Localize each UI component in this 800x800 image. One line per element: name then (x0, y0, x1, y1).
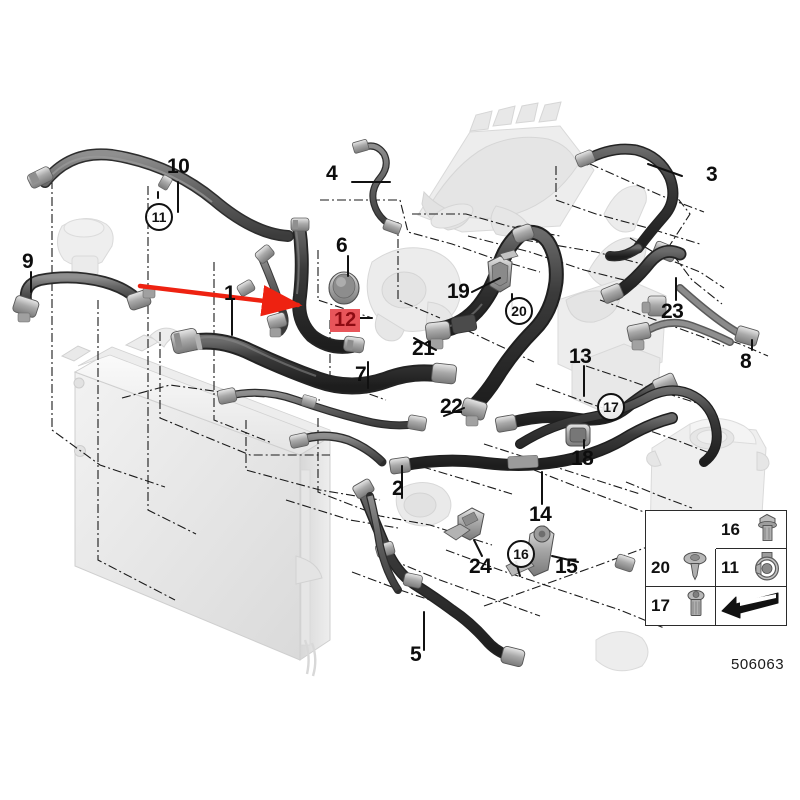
connector-20-top (511, 223, 535, 244)
torx-bolt-icon (681, 588, 711, 625)
cap-6 (328, 271, 360, 305)
fitting-sensor-a (236, 279, 256, 297)
ferrule-4 (382, 218, 403, 235)
hose-8 (626, 284, 760, 351)
callout-18: 18 (571, 447, 594, 470)
callout-circle-11-label: 11 (151, 209, 167, 225)
legend-cell-11: 11 (716, 549, 786, 587)
diagram-number: 506063 (731, 656, 785, 673)
callout-circle-17: 17 (597, 393, 625, 421)
clip-5-mid2 (402, 572, 423, 589)
callout-circle-11: 11 (145, 203, 173, 231)
sleeve-21 (450, 314, 478, 334)
legend-label-16: 16 (721, 519, 740, 539)
connector-9-left (12, 295, 40, 323)
connector-4-top (351, 139, 370, 154)
callout-9: 9 (22, 250, 34, 273)
clamp-11-on-hose-10 (158, 174, 173, 191)
callout-22: 22 (440, 395, 463, 418)
legend-cell-20: 20 (646, 549, 716, 587)
bracket-24 (443, 507, 485, 541)
connector-13-left (494, 414, 518, 433)
callout-8: 8 (740, 350, 752, 373)
callout-15: 15 (555, 555, 578, 578)
hose-23 (600, 244, 687, 317)
hose-9 (12, 271, 156, 323)
fitting-branch-upper (254, 244, 275, 264)
arrow-direction-icon (720, 589, 782, 624)
sleeve-14 (507, 454, 539, 470)
callout-10: 10 (167, 155, 190, 178)
fitting-sensor-b (614, 553, 636, 573)
legend-label-17: 17 (651, 596, 670, 615)
callout-circle-17-label: 17 (603, 399, 619, 415)
callout-1: 1 (224, 282, 236, 305)
callout-21: 21 (412, 337, 435, 360)
callout-4: 4 (326, 162, 338, 185)
callout-circle-20: 20 (505, 297, 533, 325)
legend-label-20: 20 (651, 557, 670, 577)
connector-8-tank (734, 325, 760, 347)
intake-manifold-ghost (417, 101, 595, 237)
pan-head-screw-icon (679, 549, 711, 586)
callout-19: 19 (447, 280, 470, 303)
connector-1-top (290, 217, 310, 232)
engine-block-ghost-bottom (395, 482, 452, 527)
parts-legend-box: 16 20 11 (645, 510, 787, 626)
connector-10a (27, 166, 54, 189)
connector-23-fitting (641, 295, 667, 317)
thermostat-ghost-left (57, 218, 114, 277)
connector-12-end (343, 335, 365, 354)
hose-2-lower-branch (366, 492, 402, 594)
legend-cell-16: 16 (716, 511, 786, 549)
turbo-ghost-bottomright (595, 631, 649, 672)
red-pointer-arrow (137, 283, 303, 317)
hose-14 (389, 412, 678, 475)
connector-23-left (600, 283, 624, 304)
highlighted-callout-12: 12 (330, 309, 361, 332)
hose-4 (351, 139, 403, 235)
callout-23: 23 (661, 300, 684, 323)
radiator-ghost (60, 327, 333, 677)
legend-cell-17: 17 (646, 587, 716, 625)
connector-2-left (216, 387, 238, 405)
connector-3-left (574, 149, 596, 168)
connector-22-bottom (460, 397, 488, 427)
connector-7-radiator-end (170, 328, 203, 354)
connector-5-end (500, 645, 526, 667)
hose-10 (27, 148, 294, 242)
heater-core-ghost-right (603, 185, 647, 233)
callout-circle-20-label: 20 (511, 303, 527, 319)
callout-7: 7 (355, 363, 367, 386)
hose-2 (216, 387, 428, 432)
callout-5: 5 (410, 643, 422, 666)
connector-21-left (425, 320, 451, 350)
hose-clamp-icon (750, 549, 782, 586)
connector-8-left (626, 321, 652, 351)
hose-7 (170, 328, 458, 395)
connector-2-right (406, 414, 428, 432)
callout-13: 13 (569, 345, 592, 368)
legend-label-11: 11 (721, 557, 739, 577)
callout-3: 3 (706, 163, 718, 186)
callout-circle-16: 16 (507, 540, 535, 568)
connector-9-right (126, 287, 156, 311)
callout-2: 2 (392, 477, 404, 500)
callout-14: 14 (529, 503, 552, 526)
fitting-2-mid (300, 394, 317, 409)
water-pump-ghost (366, 247, 462, 342)
callout-24: 24 (469, 555, 492, 578)
legend-cell-empty (646, 511, 716, 549)
callout-6: 6 (336, 234, 348, 257)
legend-cell-arrow (716, 587, 786, 625)
hose-lower-left-small (289, 431, 387, 467)
connector-7-right-end (431, 362, 458, 385)
hex-flange-bolt-icon (752, 511, 782, 548)
callout-circle-16-label: 16 (513, 546, 529, 562)
